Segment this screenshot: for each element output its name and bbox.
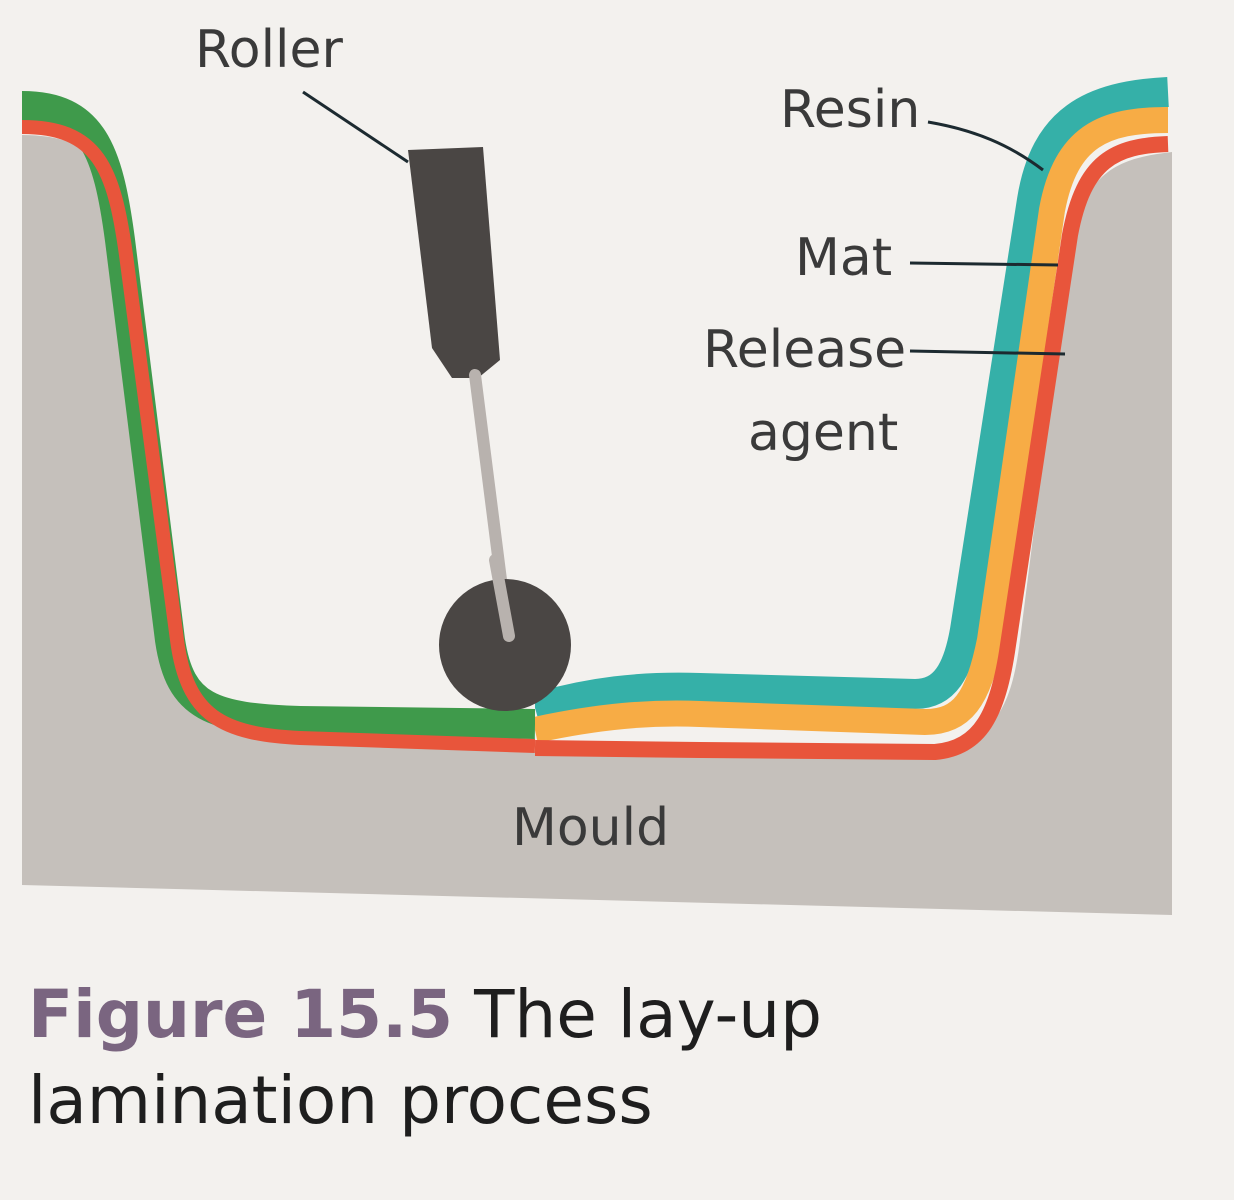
mould-label: Mould — [512, 798, 669, 858]
figure-caption: Figure 15.5 The lay-up lamination proces… — [28, 972, 1178, 1144]
roller-wheel — [439, 579, 571, 711]
roller-leader — [302, 90, 409, 164]
resin-label: Resin — [780, 80, 920, 140]
roller-label: Roller — [195, 20, 343, 80]
release-agent-label-line2: agent — [748, 403, 898, 463]
roller-handle — [408, 147, 500, 378]
roller-arm-front — [489, 554, 515, 642]
resin-layer — [535, 77, 1169, 723]
rolled-side-layers — [21, 91, 535, 753]
release-agent-leader — [909, 349, 1066, 356]
mould — [22, 135, 1172, 915]
release-agent-layer-right — [535, 136, 1169, 761]
leader-lines — [302, 90, 1066, 356]
figure-number: Figure 15.5 — [28, 976, 454, 1053]
mat-label: Mat — [795, 228, 892, 288]
figure-title: The lay-up lamination process — [28, 976, 823, 1139]
mat-leader — [909, 261, 1059, 267]
mat-layer — [535, 107, 1169, 743]
release-agent-label-line1: Release — [703, 320, 906, 380]
unrolled-side-layers — [535, 77, 1169, 761]
roller — [408, 147, 571, 711]
resin-leader — [927, 120, 1044, 172]
release-agent-layer-left — [21, 120, 535, 753]
